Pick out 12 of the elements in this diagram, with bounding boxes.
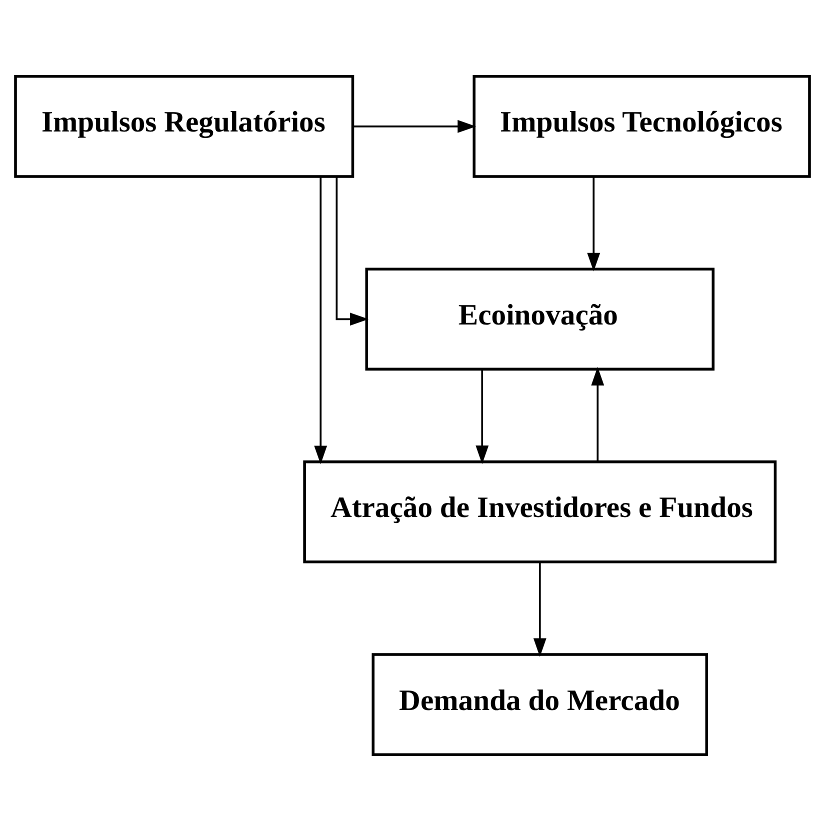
arrow — [533, 562, 546, 657]
node-box: Atração de Investidores e Fundos — [303, 460, 777, 564]
node-box: Ecoinovação — [365, 268, 715, 371]
arrow — [587, 176, 600, 272]
node-box: Impulsos Tecnológicos — [472, 75, 811, 178]
arrow — [353, 120, 476, 133]
arrow — [314, 176, 328, 464]
node-box: Demanda do Mercado — [372, 653, 708, 756]
arrow — [476, 369, 489, 464]
node-box: Impulsos Regulatórios — [14, 75, 354, 178]
arrow — [591, 366, 604, 462]
arrow — [336, 176, 369, 326]
